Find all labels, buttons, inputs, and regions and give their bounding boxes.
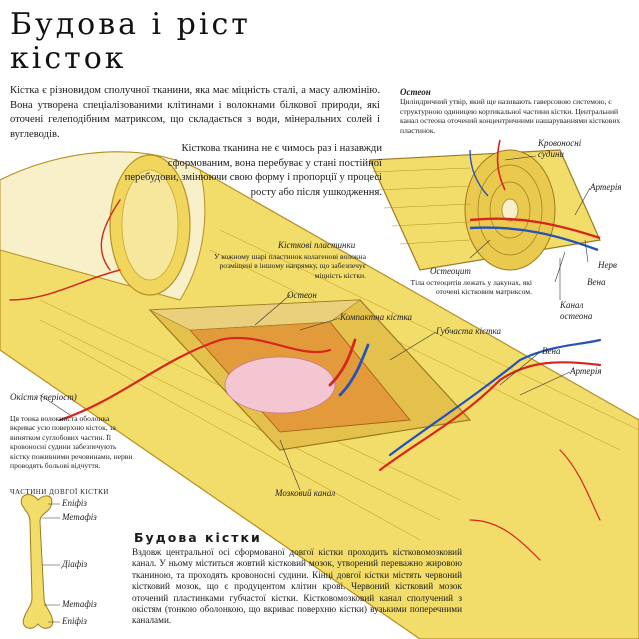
page-title-line2: кісток <box>10 41 127 76</box>
label-compact-bone: Компактна кістка <box>340 312 413 322</box>
bone-shaft <box>0 151 639 639</box>
page-title-line1: Будова і ріст <box>10 7 251 42</box>
periosteum-note: Ця тонка волокниста оболонка вкриває усю… <box>10 414 133 471</box>
structure-text: Вздовж центральної осі сформованої довго… <box>132 547 462 626</box>
label-osteocyte: Остеоцит <box>430 266 471 276</box>
label-spongy-bone: Губчаста кістка <box>436 326 501 336</box>
long-bone-heading: Частини довгої кістки <box>10 488 109 496</box>
label-artery: Артерія <box>570 366 602 376</box>
osteocyte-note: Тіла остеоцитів лежать у лакунах, які от… <box>410 278 532 297</box>
label-epiphysis-bottom: Епіфіз <box>62 616 87 626</box>
label-metaphysis-bottom: Метафіз <box>62 599 97 609</box>
label-osteon-canal: Канал остеона <box>560 300 593 321</box>
intro-paragraph: Кістка є різновидом сполучної тканини, я… <box>10 85 380 140</box>
osteon-illustration <box>369 139 601 271</box>
osteon-box-title: Остеон <box>400 87 431 97</box>
intro-paragraph-continued: Кісткова тканина не є чимось раз і назав… <box>124 143 382 198</box>
label-epiphysis-top: Епіфіз <box>62 498 87 508</box>
long-bone-diagram <box>20 494 60 629</box>
label-vein-osteon: Вена <box>587 277 606 287</box>
label-artery-osteon: Артерія <box>590 182 622 192</box>
label-marrow-canal: Мозковий канал <box>275 488 336 498</box>
label-bone-plates: Кісткові пластинки <box>278 240 356 250</box>
structure-heading: Будова кістки <box>134 530 262 545</box>
label-nerve: Нерв <box>598 260 617 270</box>
label-diaphysis: Діафіз <box>62 559 88 569</box>
osteon-box: Остеон Циліндричний утвір, який ще назив… <box>400 87 630 135</box>
label-vein: Вена <box>542 346 561 356</box>
label-osteon: Остеон <box>287 290 317 300</box>
osteon-box-text: Циліндричний утвір, який ще називають га… <box>400 97 621 135</box>
bone-plates-note: У кожному шарі пластинок колагенові воло… <box>213 252 366 280</box>
shaft-vessels <box>9 199 602 561</box>
label-metaphysis-top: Метафіз <box>62 512 97 522</box>
label-periosteum: Окістя (періост) <box>10 392 77 402</box>
leader-lines <box>39 155 591 491</box>
label-blood-vessels: Кровоносні судини <box>538 138 582 159</box>
